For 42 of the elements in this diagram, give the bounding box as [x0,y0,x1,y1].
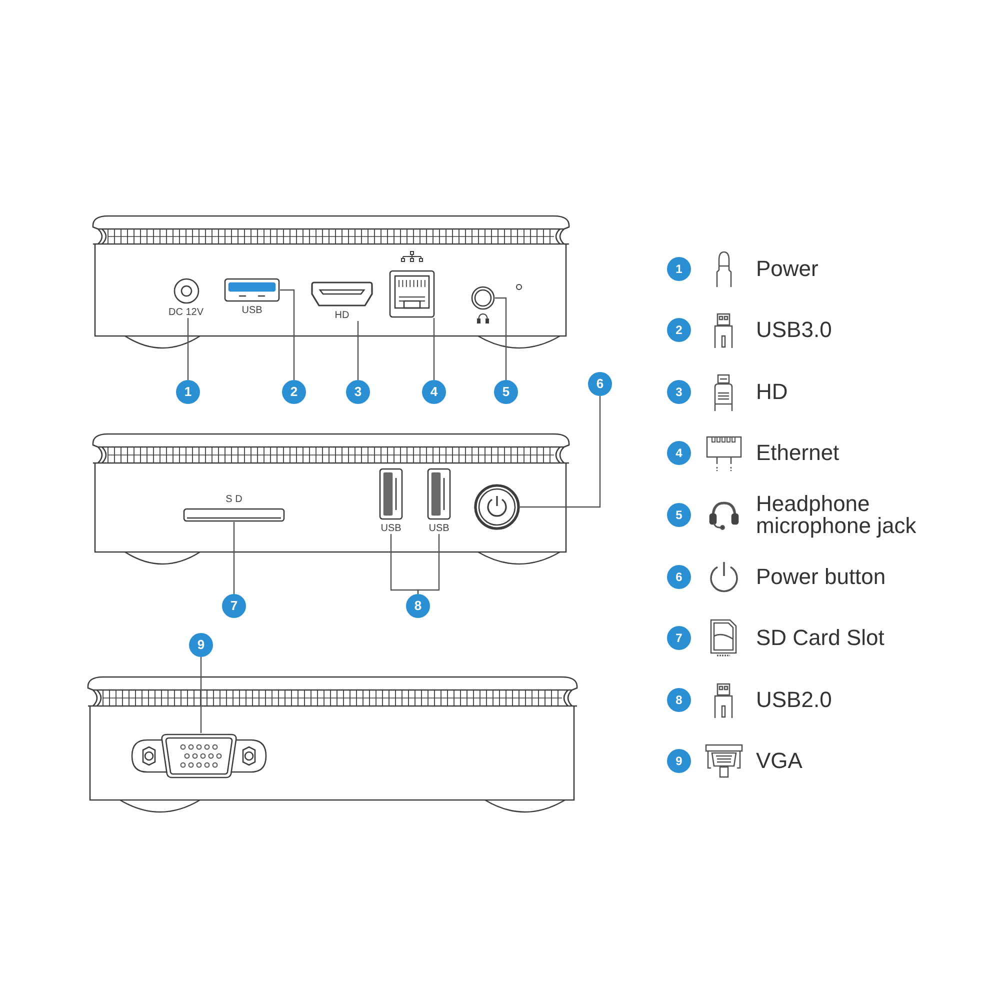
leader-line [495,297,507,380]
leader-line [520,396,601,508]
leader-line [187,318,189,380]
callout-number: 3 [346,380,370,404]
legend-text: USB2.0 [756,689,832,711]
callout-number: 4 [667,441,691,465]
legend-text: Power [756,258,818,280]
port-label: DC 12V [168,307,204,318]
legend-text: Power button [756,566,886,588]
leader-line [200,657,202,733]
legend-text: HD [756,381,788,403]
callout-number: 5 [494,380,518,404]
callout-number: 1 [176,380,200,404]
callout-number: 6 [667,565,691,589]
leader-line [433,318,435,380]
leader-line [357,321,359,380]
leader-line [417,534,440,594]
port-label: HD [334,310,350,321]
callout-number: 8 [667,688,691,712]
port-label: S D [226,494,242,505]
leader-line [280,289,295,380]
legend-text: Ethernet [756,442,840,464]
callout-number: 4 [422,380,446,404]
leader-line [233,522,235,594]
callout-number: 9 [667,749,691,773]
callout-number: 7 [222,594,246,618]
callout-number: 3 [667,380,691,404]
port-label: USB [242,305,262,316]
port-label: USB [380,523,402,534]
legend-text: Headphone microphone jack [756,493,918,537]
legend-text: USB3.0 [756,319,832,341]
callout-number: 7 [667,626,691,650]
callout-number: 5 [667,503,691,527]
callout-number: 2 [667,318,691,342]
callout-number: 2 [282,380,306,404]
callout-number: 8 [406,594,430,618]
callout-number: 6 [588,372,612,396]
legend-text: VGA [756,750,802,772]
legend-text: SD Card Slot [756,627,884,649]
callout-number: 9 [189,633,213,657]
callout-number: 1 [667,257,691,281]
port-label: USB [428,523,450,534]
